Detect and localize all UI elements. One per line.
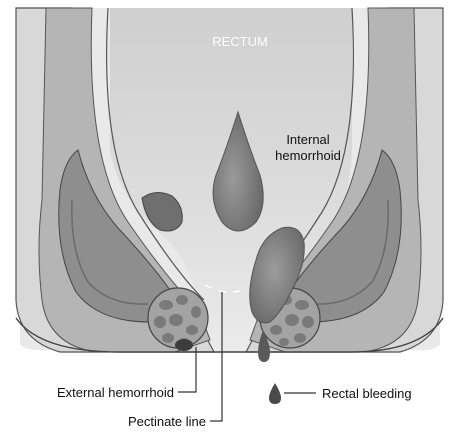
- pectinate-line-label: Pectinate line: [128, 414, 206, 429]
- internal-hemorrhoid-label-line2: hemorrhoid: [275, 148, 341, 163]
- external-hemorrhoid-blob: [175, 339, 193, 351]
- rectum-label: RECTUM: [212, 34, 268, 49]
- external-hemorrhoid-label: External hemorrhoid: [57, 385, 174, 400]
- left-sphincter-muscle: [148, 288, 208, 348]
- rectal-bleeding-drop-icon: [269, 383, 281, 404]
- rectal-bleeding-label: Rectal bleeding: [322, 386, 412, 401]
- internal-hemorrhoid-label-line1: Internal: [286, 132, 329, 147]
